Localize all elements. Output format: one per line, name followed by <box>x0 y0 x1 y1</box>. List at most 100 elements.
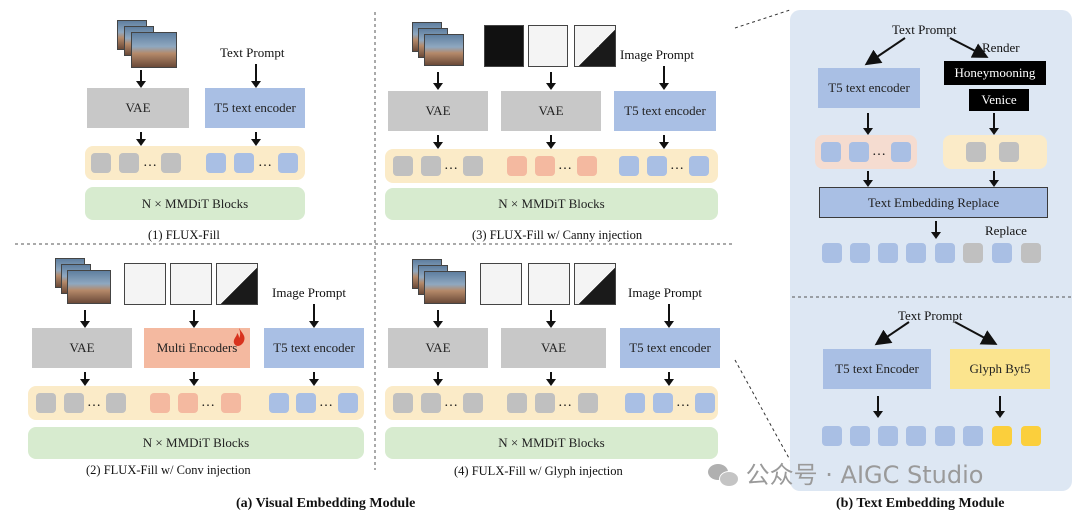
input-image <box>131 32 177 68</box>
glyph-image <box>480 263 522 305</box>
arrow <box>546 135 556 149</box>
token <box>463 393 483 413</box>
arrow <box>873 396 883 418</box>
token <box>625 393 645 413</box>
arrow <box>251 64 261 88</box>
input-image <box>424 271 466 304</box>
arrow <box>546 72 556 90</box>
token <box>296 393 316 413</box>
token <box>963 243 983 263</box>
token <box>999 142 1019 162</box>
ellipsis: … <box>558 395 573 410</box>
mmdit-blocks: N × MMDiT Blocks <box>28 427 364 459</box>
panel-caption: (3) FLUX-Fill w/ Canny injection <box>472 228 643 242</box>
token <box>963 426 983 446</box>
token <box>150 393 170 413</box>
t5-encoder-box: T5 text encoder <box>264 328 364 368</box>
panel-caption: (4) FULX-Fill w/ Glyph injection <box>454 464 623 478</box>
token-bar: … … … <box>385 149 718 183</box>
t5-encoder-box: T5 text encoder <box>205 88 305 128</box>
token <box>935 426 955 446</box>
arrow <box>80 372 90 386</box>
arrow <box>659 66 669 90</box>
arrow <box>80 310 90 328</box>
mmdit-blocks: N × MMDiT Blocks <box>85 187 305 220</box>
wechat-icon <box>708 464 739 487</box>
masked-image <box>574 263 616 305</box>
text-prompt-label: Text Prompt <box>898 308 963 323</box>
arrow <box>136 132 146 146</box>
arrow <box>863 171 873 187</box>
ellipsis: … <box>258 155 273 170</box>
image-prompt-label: Image Prompt <box>272 285 347 300</box>
t5-encoder-box: T5 text encoder <box>818 68 920 108</box>
token <box>106 393 126 413</box>
canny-edge-image <box>484 25 524 67</box>
token <box>647 156 667 176</box>
token <box>935 243 955 263</box>
arrow <box>863 113 873 135</box>
token <box>421 156 441 176</box>
token-bar: … … … <box>28 386 364 420</box>
watermark-text: 公众号 · AIGC Studio <box>745 461 984 489</box>
token <box>966 142 986 162</box>
panel-caption: (1) FLUX-Fill <box>148 228 220 242</box>
rendered-text-honeymooning: Honeymooning <box>944 61 1046 85</box>
token <box>507 156 527 176</box>
token <box>206 153 226 173</box>
arrow <box>433 72 443 90</box>
token <box>578 393 598 413</box>
arrow <box>989 171 999 187</box>
ellipsis: … <box>872 144 887 159</box>
arrow <box>136 70 146 88</box>
token <box>577 156 597 176</box>
arrow <box>309 304 319 328</box>
token-bar: … … <box>85 146 305 180</box>
ellipsis: … <box>676 395 691 410</box>
input-image <box>67 270 111 304</box>
text-prompt-label: Text Prompt <box>892 22 957 37</box>
token <box>463 156 483 176</box>
arrow <box>309 372 319 386</box>
token <box>850 243 870 263</box>
ellipsis: … <box>143 155 158 170</box>
mask-image <box>170 263 212 305</box>
token <box>695 393 715 413</box>
arrow <box>995 396 1005 418</box>
t5-encoder-box: T5 text encoder <box>614 91 716 131</box>
token <box>822 426 842 446</box>
mask-image <box>528 25 568 67</box>
multi-encoders-label: Multi Encoders <box>156 340 238 355</box>
vae-box: VAE <box>501 328 606 368</box>
token <box>1021 243 1041 263</box>
token <box>535 156 555 176</box>
token <box>992 426 1012 446</box>
token <box>393 156 413 176</box>
vae-box: VAE <box>87 88 189 128</box>
token <box>507 393 527 413</box>
ellipsis: … <box>558 158 573 173</box>
panel-caption: (2) FLUX-Fill w/ Conv injection <box>86 463 251 477</box>
rendered-text-venice: Venice <box>969 89 1029 111</box>
token <box>178 393 198 413</box>
token <box>619 156 639 176</box>
image-prompt-label: Image Prompt <box>628 285 703 300</box>
replace-label: Replace <box>985 223 1027 238</box>
input-image <box>424 34 464 66</box>
fire-icon <box>233 328 245 346</box>
token <box>535 393 555 413</box>
t5-encoder-box: T5 text Encoder <box>823 349 931 389</box>
arrow <box>659 135 669 149</box>
ellipsis: … <box>670 158 685 173</box>
token <box>821 142 841 162</box>
token <box>992 243 1012 263</box>
arrow <box>546 310 556 328</box>
text-embedding-replace-box: Text Embedding Replace <box>819 187 1048 218</box>
token <box>91 153 111 173</box>
ellipsis: … <box>87 395 102 410</box>
token <box>849 142 869 162</box>
arrow <box>189 310 199 328</box>
token <box>689 156 709 176</box>
token <box>161 153 181 173</box>
